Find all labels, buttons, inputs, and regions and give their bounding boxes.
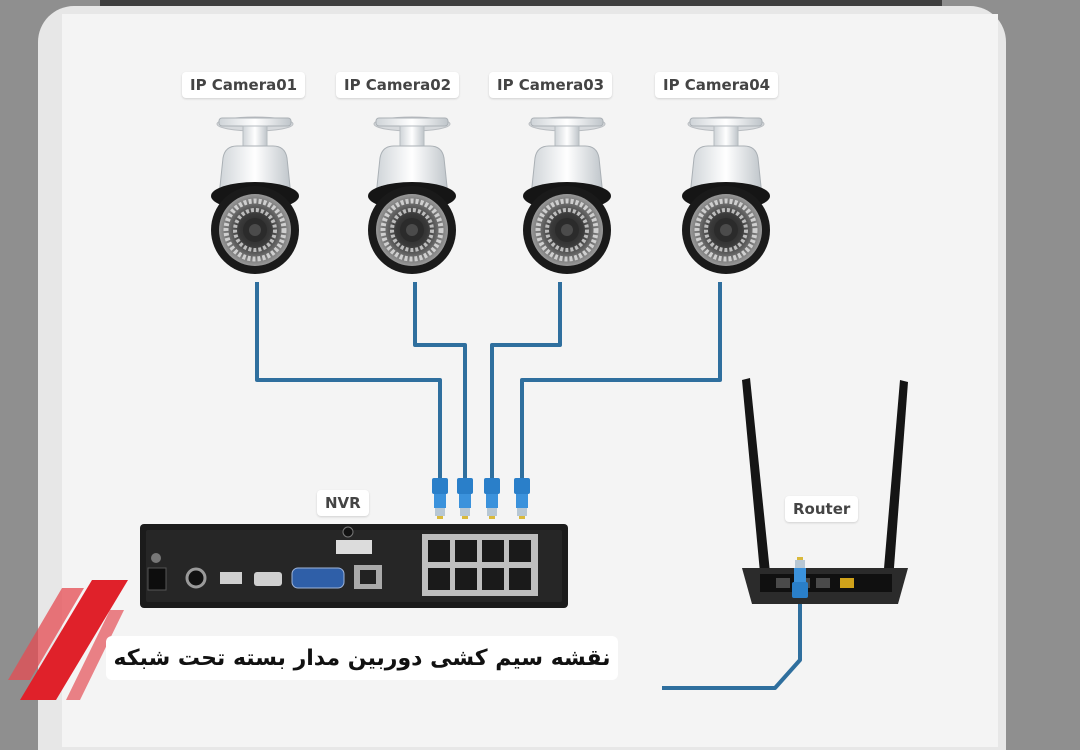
ip-camera-icon: [682, 117, 770, 274]
ip-camera-icon: [211, 117, 299, 274]
router-icon: [742, 378, 908, 604]
ethernet-connector-icon: [792, 557, 808, 598]
ip-camera-icon: [523, 117, 611, 274]
cable-camera02: [413, 282, 467, 480]
camera03-label: IP Camera03: [489, 72, 613, 98]
ethernet-connector-icon: [514, 478, 530, 519]
router-label: Router: [785, 496, 859, 522]
ethernet-connector-icon: [484, 478, 500, 519]
nvr-device-icon: [140, 524, 568, 608]
cable-camera04: [520, 282, 722, 480]
cable-camera01: [255, 282, 442, 480]
diagram-caption: نقشه سیم کشی دوربین مدار بسته تحت شبکه: [106, 636, 618, 680]
brand-stripes: [8, 580, 128, 700]
ethernet-connector-icon: [457, 478, 473, 519]
ip-camera-icon: [368, 117, 456, 274]
cables: [255, 282, 802, 690]
cable-router-uplink: [662, 600, 802, 690]
camera01-label: IP Camera01: [182, 72, 306, 98]
camera04-label: IP Camera04: [655, 72, 779, 98]
ethernet-connector-icon: [432, 478, 448, 519]
nvr-label: NVR: [317, 490, 369, 516]
cable-camera03: [490, 282, 562, 480]
camera02-label: IP Camera02: [336, 72, 460, 98]
